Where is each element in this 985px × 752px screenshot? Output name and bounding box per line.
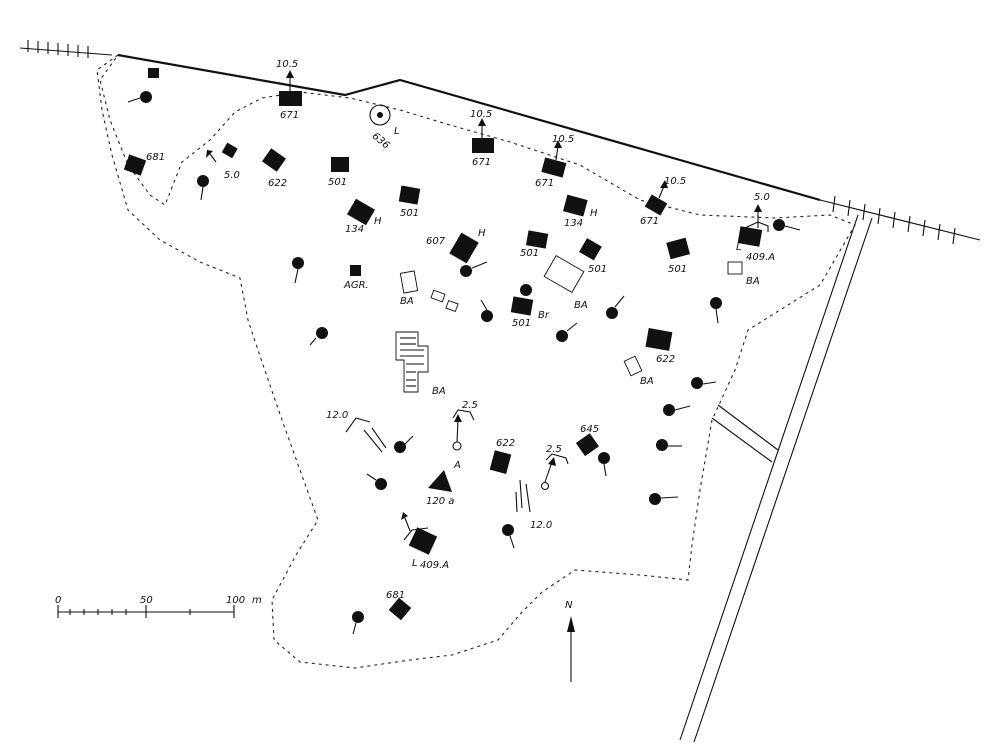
label-AGR: AGR. [343, 280, 369, 291]
label-409A: 409.A [420, 560, 449, 571]
label-645: 645 [580, 424, 599, 435]
label-BA: BA [432, 386, 446, 397]
scale-tick-100: 100 [226, 595, 245, 606]
structure-622-a [262, 148, 286, 172]
map-labels: 10.5 671 636 L 681 5.0 622 501 10.5 671 … [146, 59, 775, 601]
structure-409a-b [408, 527, 438, 555]
structure-134-a [346, 198, 376, 226]
scale-bar: 0 50 100 m [55, 595, 262, 618]
label-501: 501 [668, 264, 687, 275]
label-409A: 409.A [746, 252, 775, 263]
structure-671-d [644, 194, 668, 216]
label-L: L [412, 558, 418, 569]
structure-622-b [645, 328, 673, 351]
label-681: 681 [146, 152, 165, 163]
label-501: 501 [512, 318, 531, 329]
circle-markers [127, 91, 801, 635]
hatched-edge-left [19, 40, 113, 58]
structure [221, 142, 238, 159]
label-BA: BA [746, 276, 760, 287]
label-5-0: 5.0 [224, 170, 240, 181]
label-607: 607 [426, 236, 446, 247]
scale-tick-50: 50 [140, 595, 153, 606]
label-10-5: 10.5 [276, 59, 298, 70]
label-5-0: 5.0 [754, 192, 770, 203]
label-671: 671 [535, 178, 554, 189]
structure-622-c [489, 450, 512, 474]
label-2-5: 2.5 [462, 400, 478, 411]
north-label: N [565, 600, 573, 611]
label-A: A [453, 460, 461, 471]
label-2-5: 2.5 [546, 444, 562, 455]
label-10-5: 10.5 [664, 176, 686, 187]
bracket-lines [345, 221, 769, 541]
hatched-edge-right [819, 195, 981, 245]
north-arrow: N [565, 600, 575, 682]
label-681: 681 [386, 590, 405, 601]
label-12-0: 12.0 [530, 520, 552, 531]
label-501: 501 [400, 208, 419, 219]
label-H: H [590, 208, 598, 219]
label-636: 636 [370, 131, 392, 152]
structure-501-a [331, 157, 349, 172]
label-501: 501 [588, 264, 607, 275]
structure-607 [449, 232, 479, 264]
hatched-buildings [395, 254, 743, 393]
label-134: 134 [345, 224, 364, 235]
north-boundary-road [117, 53, 821, 202]
structure-501-d [579, 238, 602, 261]
structure-501-e [666, 237, 690, 260]
label-12-0: 12.0 [326, 410, 348, 421]
structures [123, 68, 763, 621]
structure-671-b [472, 138, 494, 153]
structure-501-b [398, 185, 421, 205]
structure-501-c [525, 230, 549, 249]
label-Br: Br [538, 310, 550, 321]
height-arrows [206, 70, 762, 532]
perimeter-fence [96, 54, 856, 669]
scale-tick-0: 0 [55, 595, 61, 606]
structure-409a-a [737, 226, 763, 247]
label-BA: BA [640, 376, 654, 387]
label-BA: BA [574, 300, 588, 311]
label-10-5: 10.5 [552, 134, 574, 145]
structure-501-f [510, 296, 534, 316]
scale-unit: m [252, 595, 262, 606]
label-120a: 120 a [426, 496, 454, 507]
label-134: 134 [564, 218, 583, 229]
label-622: 622 [268, 178, 287, 189]
label-622: 622 [496, 438, 515, 449]
structure-671-c [541, 157, 567, 178]
label-671: 671 [472, 157, 491, 168]
label-501: 501 [520, 248, 539, 259]
label-L: L [394, 126, 400, 137]
open-markers [369, 104, 550, 491]
label-671: 671 [640, 216, 659, 227]
structure-120a-triangle [428, 470, 452, 492]
access-road [679, 214, 873, 743]
structure [148, 68, 159, 78]
label-L: L [736, 242, 742, 253]
label-BA: BA [400, 296, 414, 307]
label-H: H [478, 228, 486, 239]
structure-681-b [388, 597, 412, 621]
label-H: H [374, 216, 382, 227]
structure-671-a [279, 91, 302, 106]
structure-agr [350, 265, 361, 276]
structure-645 [575, 433, 599, 457]
label-501: 501 [328, 177, 347, 188]
structure-134-b [563, 194, 588, 217]
label-622: 622 [656, 354, 675, 365]
label-671: 671 [280, 110, 299, 121]
label-10-5: 10.5 [470, 109, 492, 120]
structure-681-a [123, 154, 147, 176]
